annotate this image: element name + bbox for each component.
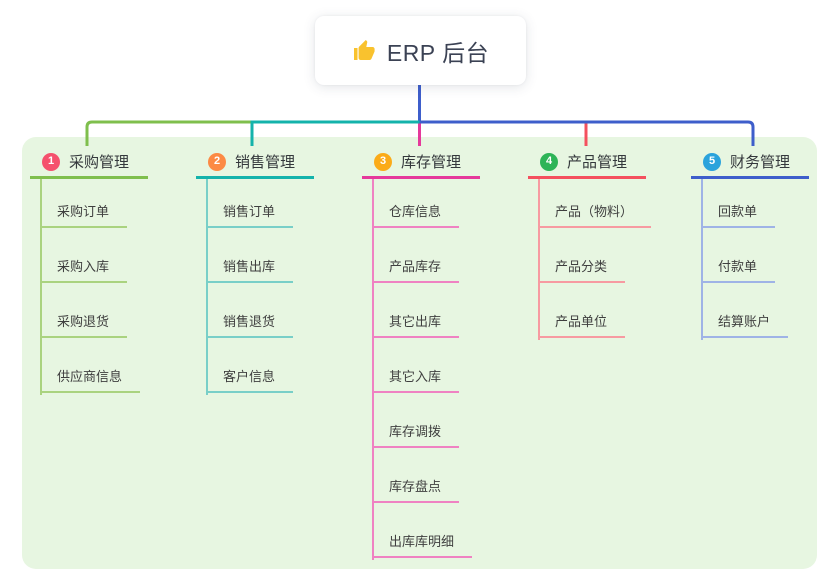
branch-node[interactable]: 2 销售管理: [196, 149, 314, 179]
branch-label: 财务管理: [730, 154, 791, 171]
branch-node[interactable]: 4 产品管理: [528, 149, 646, 179]
branch-label: 库存管理: [401, 154, 462, 171]
thumbs-up-icon: [353, 39, 375, 60]
child-node[interactable]: 采购入库: [40, 258, 128, 283]
branch-label: 销售管理: [235, 154, 296, 171]
child-node[interactable]: 库存盘点: [372, 478, 460, 503]
child-node[interactable]: 供应商信息: [40, 368, 141, 393]
branch-badge: 5: [703, 152, 721, 171]
child-node[interactable]: 仓库信息: [372, 203, 460, 228]
branch-badge: 3: [374, 152, 392, 171]
child-node[interactable]: 结算账户: [701, 313, 789, 338]
child-node[interactable]: 付款单: [701, 258, 776, 283]
branch-label: 产品管理: [567, 154, 628, 171]
branch-badge: 4: [540, 152, 558, 171]
branch-node[interactable]: 1 采购管理: [30, 149, 148, 179]
child-node[interactable]: 产品单位: [538, 313, 626, 338]
child-node[interactable]: 销售出库: [206, 258, 294, 283]
branches-panel: [22, 137, 817, 569]
root-node[interactable]: ERP 后台: [315, 16, 526, 85]
branch-label: 采购管理: [69, 154, 130, 171]
child-node[interactable]: 出库库明细: [372, 533, 473, 558]
child-node[interactable]: 销售退货: [206, 313, 294, 338]
branch-badge: 1: [42, 152, 60, 171]
child-node[interactable]: 产品分类: [538, 258, 626, 283]
child-node[interactable]: 采购订单: [40, 203, 128, 228]
child-node[interactable]: 回款单: [701, 203, 776, 228]
child-node[interactable]: 产品库存: [372, 258, 460, 283]
root-node-label: ERP 后台: [386, 39, 490, 66]
child-node[interactable]: 采购退货: [40, 313, 128, 338]
branch-trunk-line: [206, 179, 208, 395]
branch-node[interactable]: 3 库存管理: [362, 149, 480, 179]
branch-badge: 2: [208, 152, 226, 171]
branch-trunk-line: [701, 179, 703, 340]
child-node[interactable]: 其它出库: [372, 313, 460, 338]
thumbs-up-path: [353, 39, 375, 60]
child-node[interactable]: 其它入库: [372, 368, 460, 393]
child-node[interactable]: 产品（物料）: [538, 203, 652, 228]
child-node[interactable]: 销售订单: [206, 203, 294, 228]
branch-trunk-line: [40, 179, 42, 395]
child-node[interactable]: 库存调拨: [372, 423, 460, 448]
child-node[interactable]: 客户信息: [206, 368, 294, 393]
branch-trunk-line: [372, 179, 374, 560]
branch-node[interactable]: 5 财务管理: [691, 149, 809, 179]
branch-trunk-line: [538, 179, 540, 340]
